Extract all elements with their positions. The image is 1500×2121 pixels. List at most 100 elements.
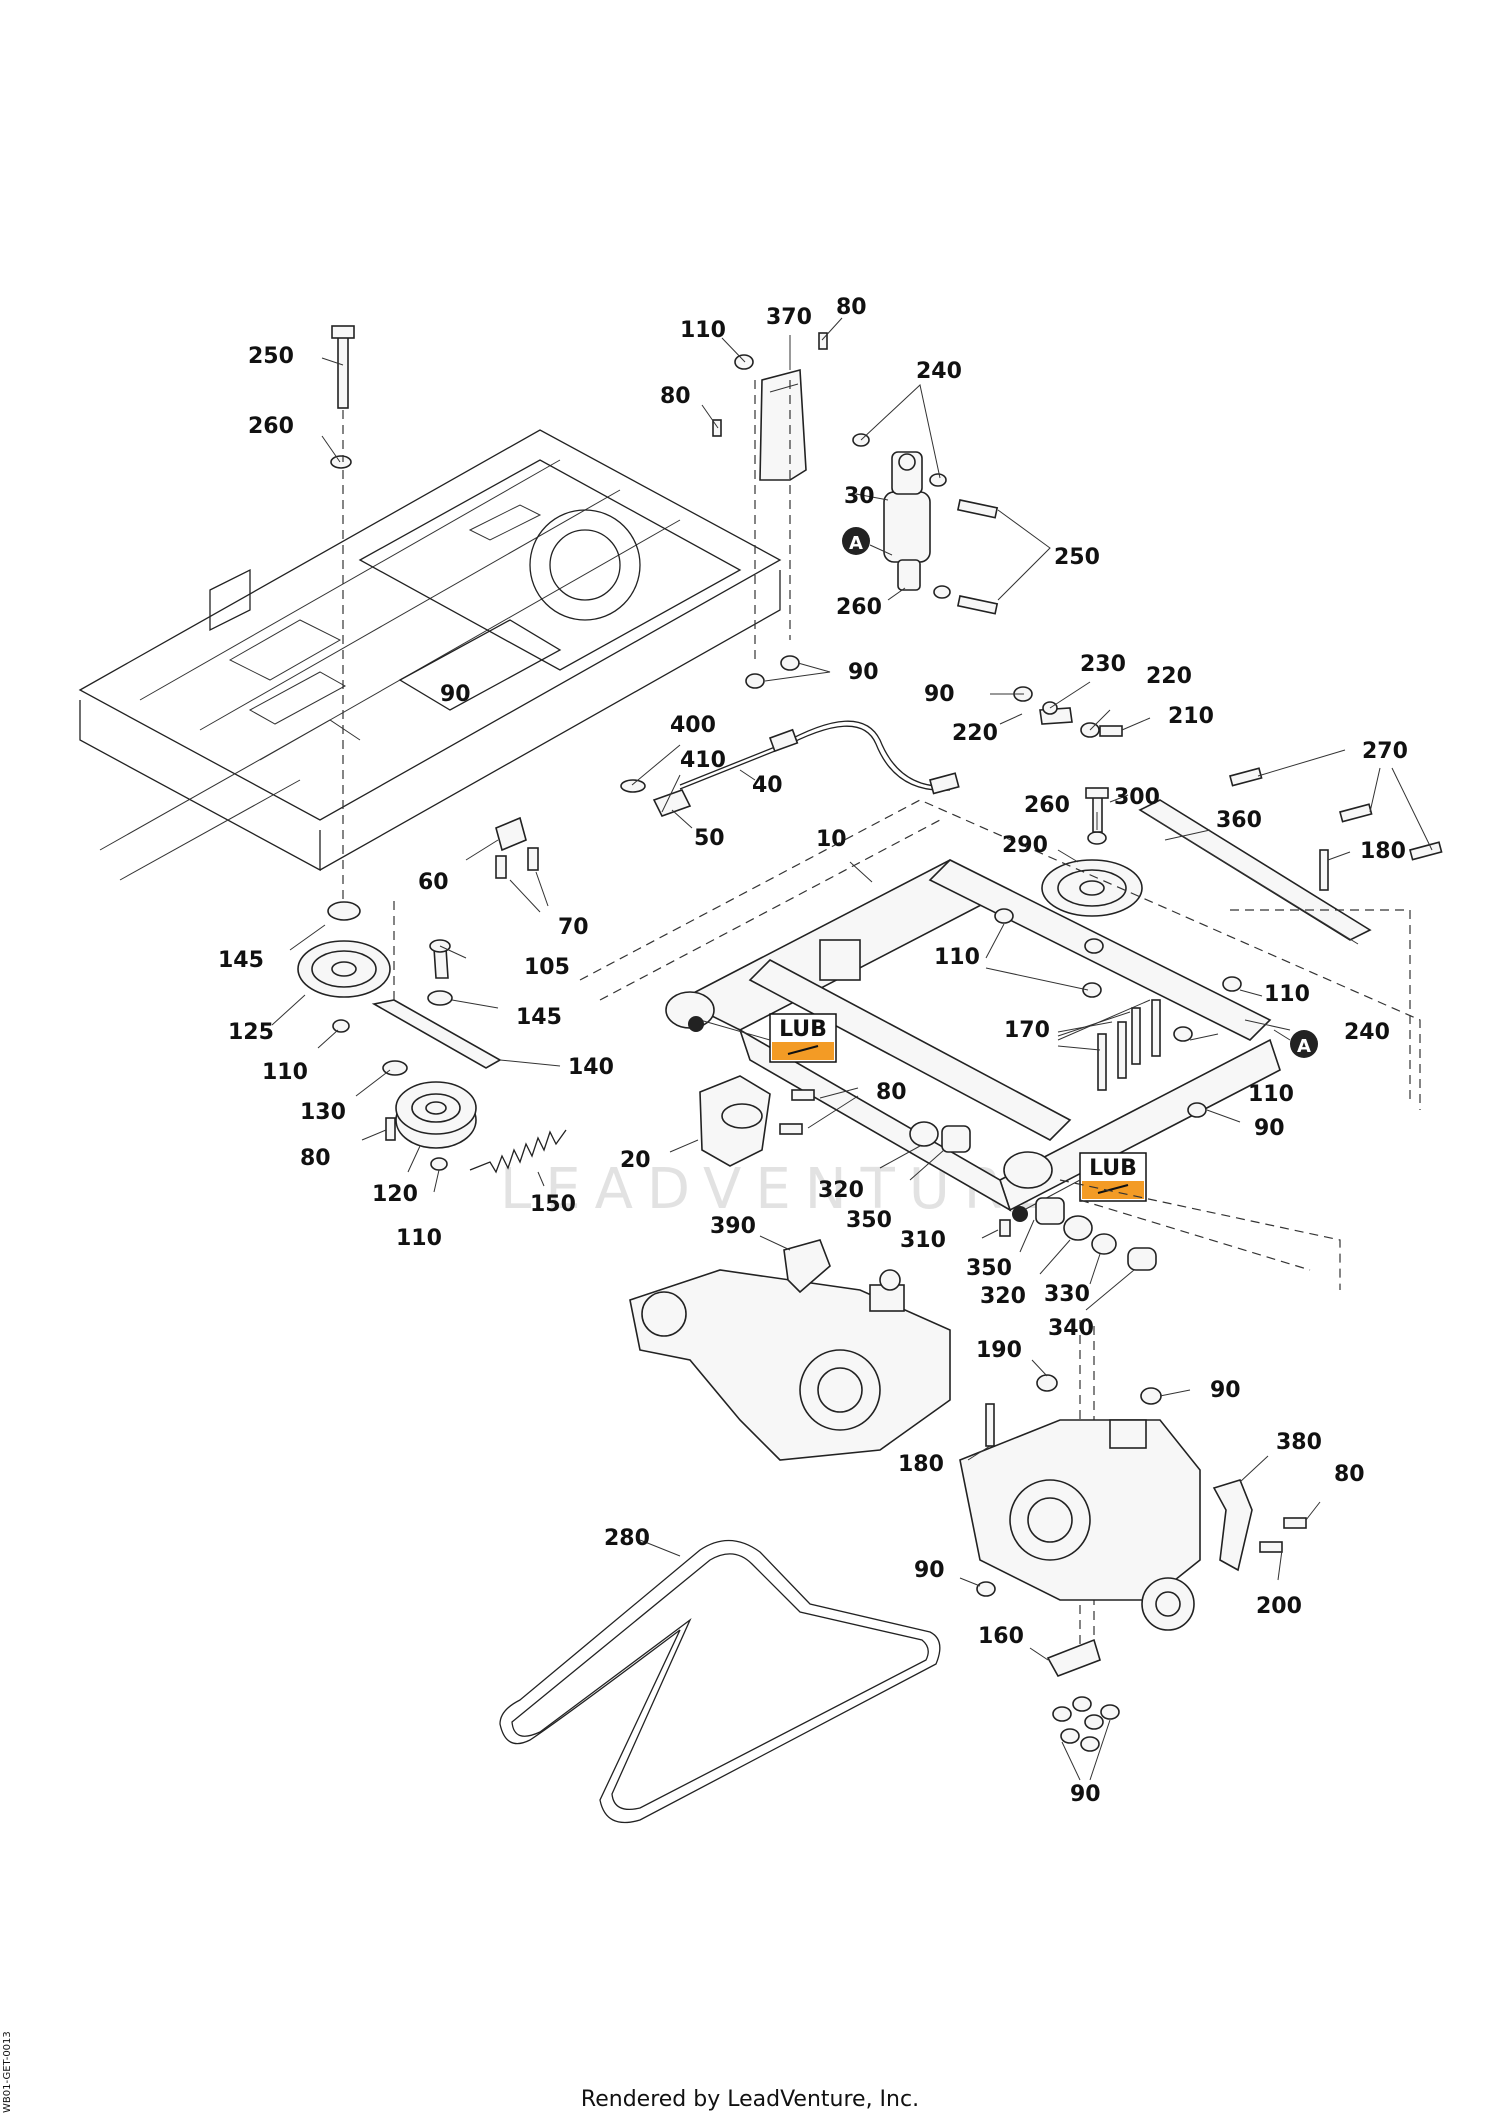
callout-220-a: 220 <box>1146 664 1192 689</box>
callout-110-d: 110 <box>262 1060 308 1085</box>
callout-260-c: 260 <box>1024 793 1070 818</box>
leader-lines-transaxle <box>759 1235 1321 1781</box>
bushings-320-350 <box>909 1121 1157 1271</box>
chassis-frame <box>78 429 782 881</box>
drive-belt-280 <box>499 1539 941 1824</box>
bracket-20 <box>699 1075 815 1167</box>
bracket-160 <box>1046 1638 1120 1752</box>
idler-pulley-125 <box>297 901 391 1033</box>
reference-marker-a-2: A <box>1273 1029 1318 1058</box>
callout-110-b: 110 <box>934 945 980 970</box>
leader-lines-cable <box>631 681 1151 829</box>
pulley-120 <box>382 1060 477 1171</box>
callout-30: 30 <box>844 484 875 509</box>
callout-180-a: 180 <box>1360 839 1406 864</box>
callout-labels: 250 260 110 370 80 80 240 30 250 260 90 … <box>218 295 1408 1807</box>
callout-80-c: 80 <box>876 1080 907 1105</box>
callout-90-g: 90 <box>1070 1782 1101 1807</box>
callout-110-f: 110 <box>396 1226 442 1251</box>
arm-140 <box>371 939 502 1069</box>
reference-marker-a-1: A <box>842 527 893 556</box>
callout-60: 60 <box>418 870 449 895</box>
leader-lines-left <box>271 839 561 1193</box>
callout-70: 70 <box>558 915 589 940</box>
transaxle-left <box>629 1239 951 1461</box>
callout-10: 10 <box>816 827 847 852</box>
callout-80-e: 80 <box>1334 1462 1365 1487</box>
callout-240-b: 240 <box>1344 1020 1390 1045</box>
callout-90-c: 90 <box>924 682 955 707</box>
fasteners-frame <box>994 767 1443 1118</box>
callout-280: 280 <box>604 1526 650 1551</box>
callout-80-b: 80 <box>660 384 691 409</box>
callout-380: 380 <box>1276 1430 1322 1455</box>
callout-110-c: 110 <box>1264 982 1310 1007</box>
lub-marker-1: LUB <box>688 1013 837 1063</box>
callout-105: 105 <box>524 955 570 980</box>
footer-credit: Rendered by LeadVenture, Inc. <box>580 2087 920 2112</box>
callout-170: 170 <box>1004 1018 1050 1043</box>
callout-145-a: 145 <box>218 948 264 973</box>
callout-270: 270 <box>1362 739 1408 764</box>
bar-360 <box>1138 799 1372 945</box>
callout-350-b: 350 <box>966 1256 1012 1281</box>
callout-300: 300 <box>1114 785 1160 810</box>
callout-250-b: 250 <box>1054 545 1100 570</box>
callout-110-a: 110 <box>680 318 726 343</box>
callout-400: 400 <box>670 713 716 738</box>
callout-240-a: 240 <box>916 359 962 384</box>
callout-90-d: 90 <box>1254 1116 1285 1141</box>
callout-40: 40 <box>752 773 783 798</box>
callout-210: 210 <box>1168 704 1214 729</box>
callout-200: 200 <box>1256 1594 1302 1619</box>
spring-150 <box>469 1129 567 1174</box>
lub-text-2: LUB <box>1089 1156 1137 1181</box>
callout-150: 150 <box>530 1192 576 1217</box>
callout-90-f: 90 <box>914 1558 945 1583</box>
callout-340: 340 <box>1048 1316 1094 1341</box>
callout-410: 410 <box>680 748 726 773</box>
document-id: WB01-GET-0013 <box>2 2031 13 2113</box>
callout-230: 230 <box>1080 652 1126 677</box>
callout-130: 130 <box>300 1100 346 1125</box>
leader-lines-top <box>321 317 1051 900</box>
callout-190: 190 <box>976 1338 1022 1363</box>
callout-90-e: 90 <box>1210 1378 1241 1403</box>
callout-360: 360 <box>1216 808 1262 833</box>
main-frame-10 <box>665 859 1281 1212</box>
lub-marker-2: LUB <box>1012 1152 1147 1222</box>
callout-260-a: 260 <box>248 414 294 439</box>
callout-180-b: 180 <box>898 1452 944 1477</box>
callout-125: 125 <box>228 1020 274 1045</box>
bracket-370 <box>759 368 807 481</box>
leader-lines-frame <box>579 749 1433 1123</box>
spacers-60-70 <box>495 816 539 879</box>
shock-absorber-30 <box>883 451 931 591</box>
lub-text-1: LUB <box>779 1017 827 1042</box>
reference-marker-a-1-text: A <box>849 533 863 554</box>
callout-90-b: 90 <box>848 660 879 685</box>
callout-110-e: 110 <box>1248 1082 1294 1107</box>
callout-90-a: 90 <box>440 682 471 707</box>
callout-250-a: 250 <box>248 344 294 369</box>
reference-marker-a-2-text: A <box>1297 1036 1311 1057</box>
callout-320-a: 320 <box>818 1178 864 1203</box>
bolts-washers-top <box>330 325 999 689</box>
callout-310: 310 <box>900 1228 946 1253</box>
callout-80-d: 80 <box>300 1146 331 1171</box>
callout-145-b: 145 <box>516 1005 562 1030</box>
callout-330: 330 <box>1044 1282 1090 1307</box>
callout-350-a: 350 <box>846 1208 892 1233</box>
pulley-290 <box>1041 787 1143 917</box>
callout-370: 370 <box>766 305 812 330</box>
callout-160: 160 <box>978 1624 1024 1649</box>
transaxle-right <box>959 1374 1307 1631</box>
callout-120: 120 <box>372 1182 418 1207</box>
callout-220-b: 220 <box>952 721 998 746</box>
callout-320-b: 320 <box>980 1284 1026 1309</box>
callout-390: 390 <box>710 1214 756 1239</box>
callout-80-a: 80 <box>836 295 867 320</box>
callout-260-b: 260 <box>836 595 882 620</box>
callout-50: 50 <box>694 826 725 851</box>
